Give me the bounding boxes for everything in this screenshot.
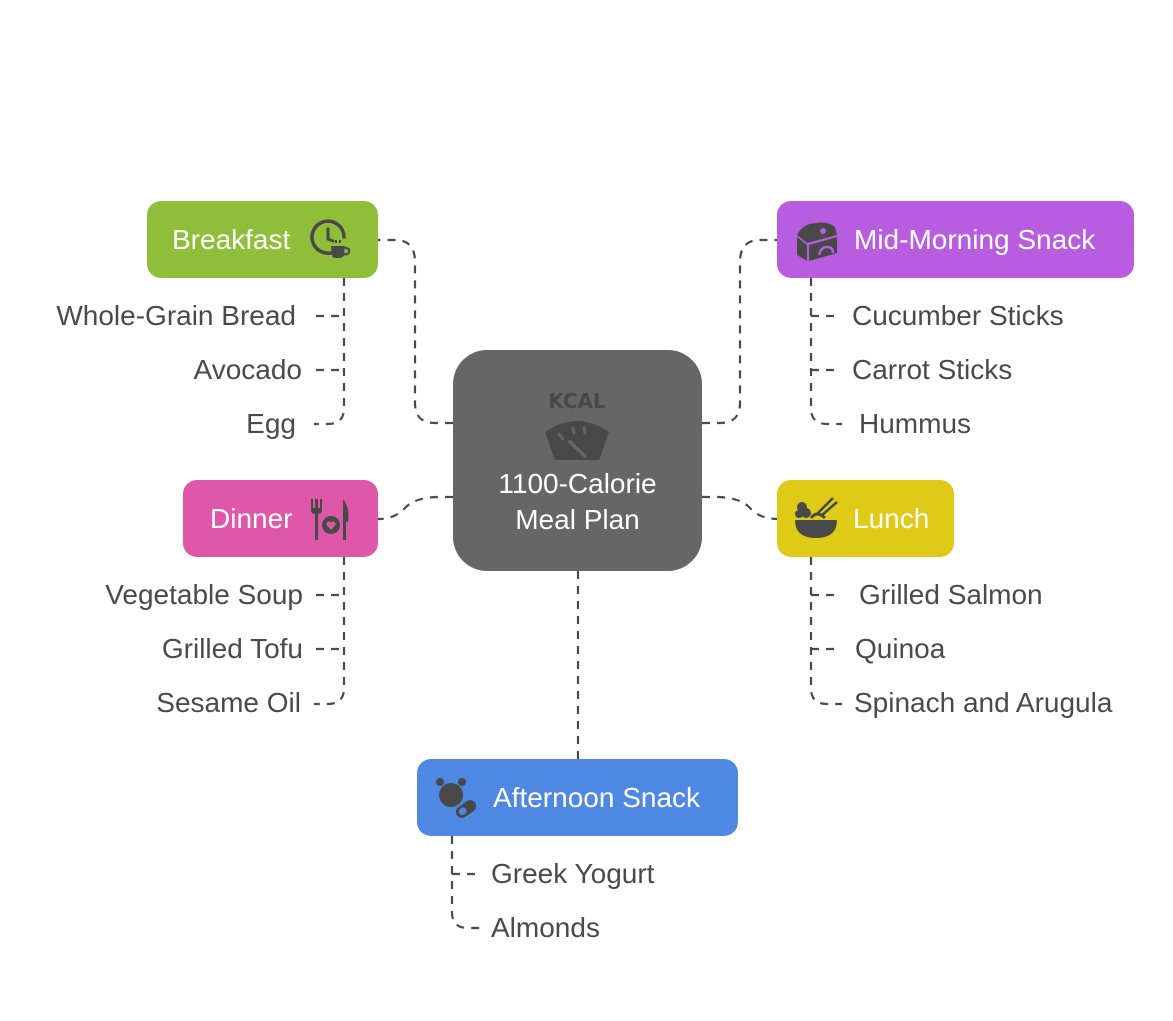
connector-breakfast-items: [314, 278, 346, 426]
node-lunch-label: Lunch: [853, 502, 930, 534]
mid-morning-item: Hummus: [859, 408, 972, 439]
mid-morning-item: Cucumber Sticks: [852, 300, 1064, 331]
connector-afternoon-items: [450, 836, 482, 930]
central-title-line-2: Meal Plan: [515, 504, 640, 535]
connector-mid-morning: [702, 238, 778, 425]
afternoon-item: Greek Yogurt: [491, 858, 655, 889]
node-dinner[interactable]: Dinner: [183, 480, 378, 557]
afternoon-item: Almonds: [491, 912, 600, 943]
connector-lunch: [702, 495, 779, 521]
lunch-item: Spinach and Arugula: [854, 687, 1113, 718]
node-breakfast-label: Breakfast: [172, 223, 291, 255]
node-breakfast[interactable]: Breakfast: [147, 201, 378, 278]
dinner-item: Grilled Tofu: [161, 633, 303, 664]
cheese-icon: [793, 217, 839, 263]
dinner-item: Vegetable Soup: [105, 579, 303, 610]
lunch-item: Quinoa: [855, 633, 946, 664]
fork-plate-knife-icon: [306, 496, 352, 542]
connector-breakfast: [378, 238, 453, 425]
central-topic[interactable]: KCAL 1100-Calorie Meal Plan: [453, 350, 702, 571]
breakfast-item: Egg: [246, 408, 296, 439]
node-dinner-label: Dinner: [210, 502, 293, 534]
connector-mid-morning-items: [809, 278, 842, 426]
lunch-item: Grilled Salmon: [859, 579, 1043, 610]
node-afternoon-label: Afternoon Snack: [493, 781, 701, 813]
dinner-item: Sesame Oil: [156, 687, 301, 718]
mid-morning-item: Carrot Sticks: [852, 354, 1013, 385]
central-title-line-1: 1100-Calorie: [498, 468, 657, 499]
breakfast-item: Avocado: [193, 354, 302, 385]
clock-coffee-icon: [306, 217, 352, 263]
svg-text:KCAL: KCAL: [548, 389, 606, 413]
node-lunch[interactable]: Lunch: [777, 480, 954, 557]
node-mid-morning-snack[interactable]: Mid-Morning Snack: [777, 201, 1134, 278]
node-mid-morning-label: Mid-Morning Snack: [854, 223, 1096, 255]
bowl-chopsticks-icon: [793, 496, 839, 542]
node-afternoon-snack[interactable]: Afternoon Snack: [417, 759, 738, 836]
connector-dinner-items: [314, 557, 346, 706]
breakfast-item: Whole-Grain Bread: [56, 300, 296, 331]
alarm-pill-icon: [433, 775, 479, 821]
central-topic-title: 1100-Calorie Meal Plan: [453, 466, 702, 538]
connector-lunch-items: [809, 557, 842, 706]
connector-dinner: [377, 495, 453, 521]
kcal-scale-icon: KCAL: [537, 382, 617, 462]
